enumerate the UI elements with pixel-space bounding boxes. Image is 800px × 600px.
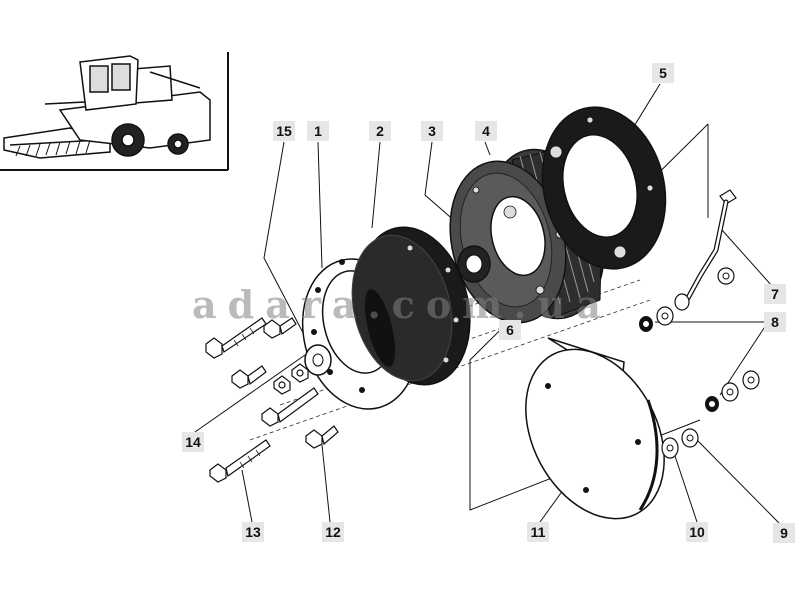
bolt-medium-middle: [261, 387, 319, 427]
tie-rod-part-7: [674, 189, 737, 311]
callout-2: 2: [369, 121, 391, 141]
callout-4: 4: [475, 121, 497, 141]
watermark-text: adara.com.ua: [192, 282, 612, 327]
nut-small-1: [273, 375, 291, 395]
callout-5: 5: [652, 63, 674, 83]
bolt-small-left: [231, 365, 267, 389]
callout-12: 12: [322, 522, 344, 542]
nut-small-2: [291, 363, 309, 383]
callout-6: 6: [499, 320, 521, 340]
back-plate-ring-part-5: [541, 106, 667, 270]
callout-9: 9: [773, 523, 795, 543]
friction-disc-part-2: [351, 226, 471, 386]
combine-harvester-thumbnail: [0, 52, 229, 171]
bolt-part-13: [209, 439, 271, 483]
callout-11: 11: [527, 522, 549, 542]
callout-7: 7: [764, 284, 786, 304]
callout-8: 8: [764, 312, 786, 332]
callout-1: 1: [307, 121, 329, 141]
nut-washer-set-part-8: [639, 306, 760, 412]
cover-plate-part-11: [525, 337, 665, 520]
callout-14: 14: [182, 432, 204, 452]
bolt-part-12: [305, 425, 339, 449]
hub-nut-part-3: [457, 245, 491, 283]
washer-part-10: [661, 437, 679, 459]
bolt-short-upper: [263, 317, 297, 339]
nut-part-9: [681, 428, 699, 448]
washer-part-15: [304, 344, 332, 376]
callout-15: 15: [273, 121, 295, 141]
callout-13: 13: [242, 522, 264, 542]
callout-3: 3: [421, 121, 443, 141]
callout-10: 10: [686, 522, 708, 542]
bolts-group: [205, 317, 339, 483]
